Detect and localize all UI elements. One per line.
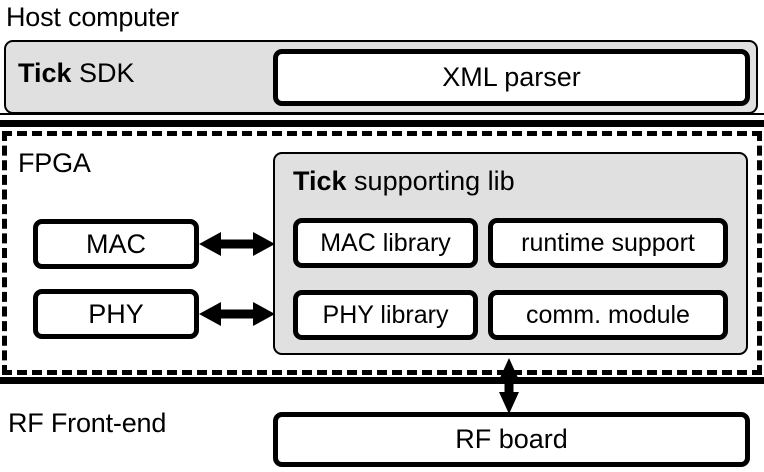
connector-phy-to-phy-library-arrow bbox=[199, 302, 275, 326]
box-mac-library[interactable]: MAC library bbox=[293, 218, 478, 268]
tick-supporting-lib-label: Tick supporting lib bbox=[293, 168, 515, 195]
box-comm-module-label: comm. module bbox=[526, 300, 690, 329]
box-runtime-support[interactable]: runtime support bbox=[488, 218, 728, 268]
tier-separator-fpga-rf bbox=[0, 377, 764, 384]
box-phy-library[interactable]: PHY library bbox=[293, 290, 478, 340]
tier-label-host-computer: Host computer bbox=[6, 2, 179, 32]
tier-label-fpga: FPGA bbox=[18, 148, 91, 178]
box-xml-parser-label: XML parser bbox=[442, 62, 581, 92]
box-comm-module[interactable]: comm. module bbox=[488, 290, 728, 340]
box-phy-library-label: PHY library bbox=[322, 300, 449, 329]
box-runtime-support-label: runtime support bbox=[521, 228, 695, 257]
divider-hairline-host bbox=[0, 113, 764, 115]
tick-sdk-label-rest: SDK bbox=[71, 58, 135, 88]
connector-mac-to-mac-library-arrow bbox=[199, 232, 275, 256]
tick-supporting-lib-label-rest: supporting lib bbox=[346, 166, 515, 196]
tick-sdk-label-bold: Tick bbox=[18, 58, 72, 88]
tier-label-rf-front-end: RF Front-end bbox=[8, 408, 167, 438]
connector-fpga-to-rf-board-arrow bbox=[499, 358, 519, 414]
box-mac-library-label: MAC library bbox=[320, 228, 451, 257]
box-rf-board-label: RF board bbox=[455, 424, 568, 454]
tick-sdk-label: Tick SDK bbox=[18, 60, 135, 87]
box-mac-label: MAC bbox=[86, 228, 146, 259]
box-phy-label: PHY bbox=[88, 298, 144, 329]
tick-supporting-lib-label-bold: Tick bbox=[293, 166, 347, 196]
tier-separator-host-fpga bbox=[0, 120, 764, 127]
box-rf-board[interactable]: RF board bbox=[273, 412, 750, 467]
box-phy[interactable]: PHY bbox=[33, 289, 199, 339]
box-xml-parser[interactable]: XML parser bbox=[273, 49, 750, 106]
box-mac[interactable]: MAC bbox=[33, 219, 199, 269]
fpga-boundary bbox=[2, 131, 762, 375]
